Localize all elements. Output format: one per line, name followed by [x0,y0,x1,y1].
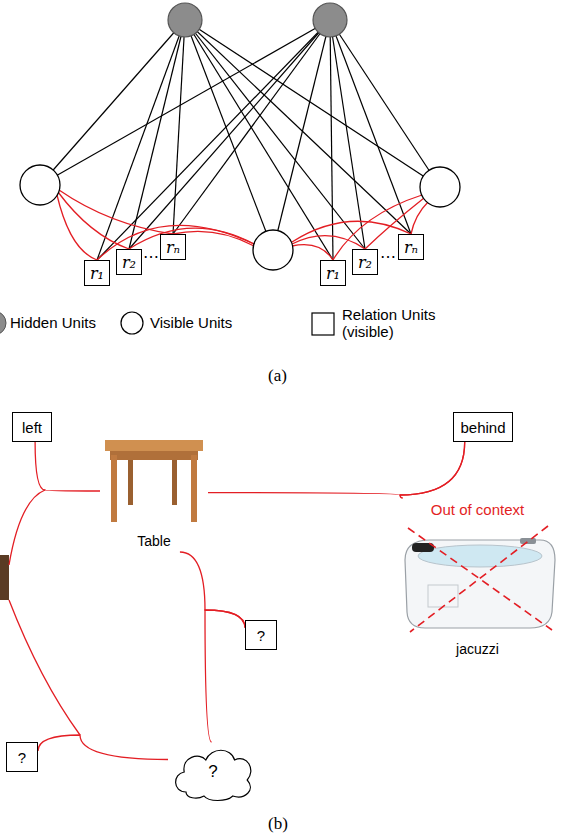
panel-label: (a) [268,366,287,386]
relation-label: rₙ [404,238,418,257]
relation-unit: rₙ [398,234,424,260]
relation-box: ? [6,742,38,772]
relation-connector [35,442,100,491]
relation-connector [38,735,168,759]
legend-hidden-sample [0,311,6,335]
relation-connector [205,610,245,742]
object-label: jacuzzi [456,641,499,657]
relation-unit: r₂ [116,249,142,275]
chair-links [9,490,80,735]
relation-box: left [12,412,52,442]
relation-connector [180,552,245,628]
visible-unit [253,230,293,270]
relation-box: ? [245,620,277,650]
jacuzzi-object: Out of context jacuzzi [395,498,560,660]
relation-unit: r₁ [84,260,110,286]
hidden-visible-weights [40,20,440,260]
legend-text: Visible Units [150,314,232,331]
jacuzzi-picture [405,538,555,628]
relation-label: r₂ [358,253,372,272]
relation-unit: rₙ [160,234,186,260]
relation-label: behind [460,419,505,436]
relation-label: ? [18,749,26,766]
panel-label: (b) [268,814,288,834]
out-of-context-cross [408,526,552,632]
unknown-object-cloud: ? [168,742,258,802]
legend-relation-sample [312,313,334,335]
relation-label: r₁ [90,264,104,283]
legend-text: Relation Units (visible) [342,306,454,341]
chair-picture [0,555,9,600]
hidden-unit [168,3,202,37]
relation-connector [400,442,465,498]
relation-box: behind [453,412,513,442]
ellipsis-dots: ⋯ [380,247,396,266]
relation-label: rₙ [166,238,180,257]
visible-unit [20,165,60,205]
relation-label: r₂ [122,253,136,272]
relation-unit: r₂ [352,249,378,275]
object-label: Table [137,533,170,549]
ellipsis-dots: ⋯ [143,247,159,266]
table-picture [105,440,203,522]
legend-text: Hidden Units [10,314,96,331]
legend-visible-sample [121,312,143,334]
visible-unit [420,167,460,207]
hidden-unit [313,3,347,37]
relation-label: r₁ [326,264,340,283]
relation-connector [208,442,465,495]
object-label: ? [208,762,217,782]
table-object: Table [100,432,208,552]
relation-label: left [22,419,42,436]
relation-label: ? [257,627,265,644]
relation-unit: r₁ [320,260,346,286]
out-of-context-note: Out of context [431,501,524,518]
